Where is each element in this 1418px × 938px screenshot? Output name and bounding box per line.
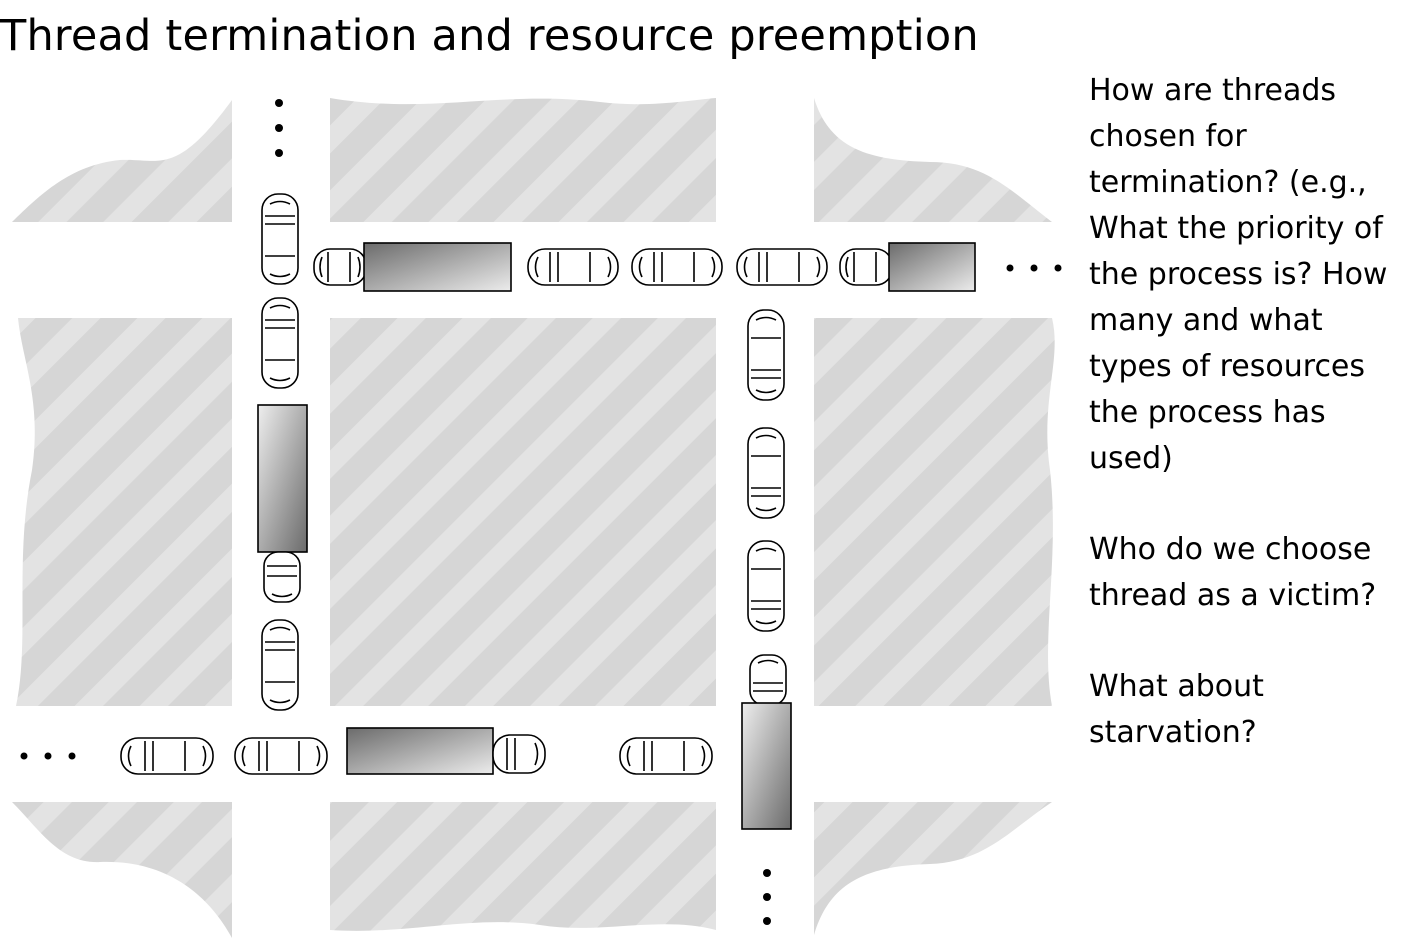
block-middle-right <box>814 318 1055 706</box>
truck <box>363 242 512 292</box>
right-lane-vehicles <box>741 309 792 830</box>
car <box>261 297 299 389</box>
truck <box>346 727 494 775</box>
block-top-left <box>12 100 232 222</box>
note-victim-choice: Who do we choose thread as a victim? <box>1089 532 1377 613</box>
truck <box>741 702 792 830</box>
car <box>492 734 546 774</box>
car <box>619 737 713 775</box>
block-middle-center <box>330 318 716 706</box>
car <box>736 248 828 286</box>
car <box>261 619 299 711</box>
note-termination-criteria: How are threads chosen for termination? … <box>1089 73 1388 476</box>
block-bottom-center <box>330 802 716 931</box>
block-top-center <box>330 98 716 222</box>
car <box>313 248 367 286</box>
car <box>747 427 785 519</box>
car <box>120 737 214 775</box>
car <box>839 248 893 286</box>
car <box>747 309 785 401</box>
slide-title: Thread termination and resource preempti… <box>0 11 979 61</box>
note-starvation: What about starvation? <box>1089 669 1264 750</box>
block-bottom-right <box>814 802 1052 935</box>
car <box>263 551 301 603</box>
notes-panel: How are threads chosen for termination? … <box>1089 68 1414 801</box>
traffic-gridlock-diagram <box>12 98 1062 938</box>
city-blocks <box>12 98 1055 938</box>
block-top-right <box>814 98 1052 222</box>
block-middle-left <box>16 318 232 706</box>
bottom-lane-vehicles <box>120 727 713 775</box>
car <box>631 248 723 286</box>
truck <box>888 242 976 292</box>
block-bottom-left <box>12 802 232 938</box>
car <box>527 248 619 286</box>
car <box>234 737 328 775</box>
car <box>261 193 299 285</box>
left-lane-vehicles <box>257 193 308 711</box>
truck <box>257 404 308 553</box>
continuation-dots <box>20 99 1062 925</box>
car <box>749 654 787 706</box>
top-lane-vehicles <box>313 242 976 292</box>
car <box>747 540 785 632</box>
